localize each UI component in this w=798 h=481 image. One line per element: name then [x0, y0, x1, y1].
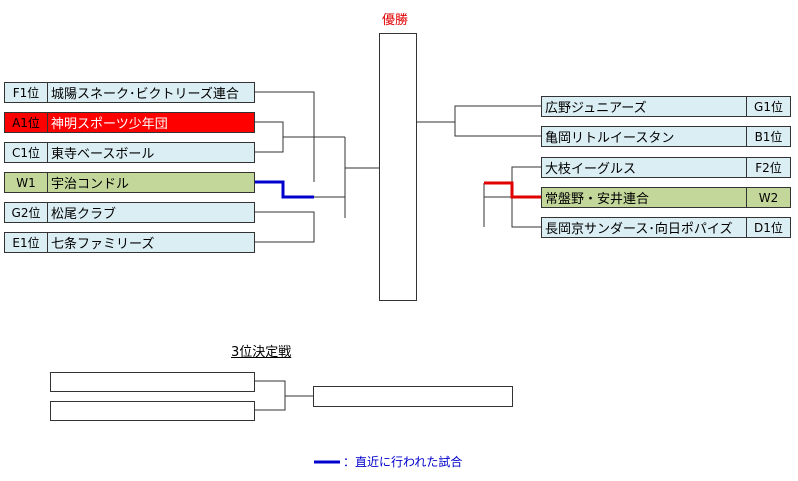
team-seed: G1位	[746, 97, 790, 116]
left-team-row: G2位松尾クラブ	[4, 202, 255, 223]
championship-title: 優勝	[382, 13, 409, 28]
team-name: 常盤野・安井連合	[545, 192, 650, 207]
bracket-line-winner-match	[484, 181, 541, 199]
third-place-winner-slot	[313, 386, 513, 407]
bracket-line-left-a-c	[255, 121, 284, 153]
bracket-line-recent-match	[255, 180, 314, 199]
team-seed: A1位	[5, 113, 48, 132]
team-seed: W2	[746, 188, 790, 207]
left-team-row: C1位東寺ベースボール	[4, 142, 255, 163]
team-seed: B1位	[746, 127, 790, 146]
third-place-slot-top	[50, 372, 255, 392]
team-name: 東寺ベースボール	[51, 147, 155, 162]
team-seed: W1	[5, 173, 48, 192]
team-seed: C1位	[5, 143, 48, 162]
legend-text: ：直近に行われた試合	[343, 455, 463, 469]
right-team-row: 長岡京サンダース･向日ポパイズ D1位	[541, 217, 791, 238]
team-seed: E1位	[5, 233, 48, 252]
team-seed: F2位	[746, 158, 790, 177]
team-name: 七条ファミリーズ	[51, 237, 155, 252]
right-team-row: 亀岡リトルイースタン B1位	[541, 126, 791, 147]
team-name: 大枝イーグルス	[545, 162, 637, 177]
team-name: 亀岡リトルイースタン	[545, 131, 675, 146]
championship-box	[379, 33, 417, 301]
bracket-line-right-top	[454, 105, 541, 137]
team-name: 長岡京サンダース･向日ポパイズ	[545, 222, 733, 237]
right-team-row: 広野ジュニアーズ G1位	[541, 96, 791, 117]
left-team-row: F1位城陽スネーク･ビクトリーズ連合	[4, 82, 255, 103]
bracket-line-left-top	[255, 91, 315, 182]
team-name: 神明スポーツ少年団	[51, 117, 168, 132]
left-team-row: E1位七条ファミリーズ	[4, 232, 255, 253]
team-name: 広野ジュニアーズ	[545, 101, 647, 116]
bracket-line-left-g-e	[255, 211, 315, 243]
team-seed: D1位	[746, 218, 790, 237]
team-name: 宇治コンドル	[51, 177, 130, 192]
left-team-row: A1位神明スポーツ少年団	[4, 112, 255, 133]
team-seed: G2位	[5, 203, 48, 222]
bracket-line-third-place	[255, 380, 286, 411]
team-seed: F1位	[5, 83, 48, 102]
team-name: 松尾クラブ	[51, 207, 117, 222]
third-place-slot-bottom	[50, 401, 255, 421]
team-name: 城陽スネーク･ビクトリーズ連合	[51, 87, 239, 102]
right-team-row: 大枝イーグルス F2位	[541, 157, 791, 178]
third-place-title: 3位決定戦	[231, 345, 292, 360]
right-team-row: 常盤野・安井連合 W2	[541, 187, 791, 208]
